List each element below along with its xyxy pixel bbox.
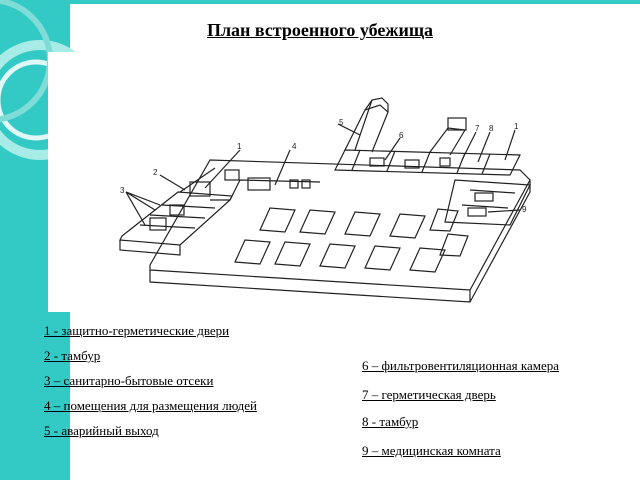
legend-item-1: 1 - защитно-герметические двери	[44, 323, 230, 338]
diagram-label-2: 2	[153, 168, 158, 177]
diagram-label-1: 1	[237, 142, 242, 151]
legend-item-3: 3 – санитарно-бытовые отсеки	[44, 373, 214, 388]
diagram-label-3: 3	[120, 186, 125, 195]
diagram-label-7: 7	[475, 124, 480, 133]
decorative-top-strip	[0, 0, 640, 4]
diagram-label-9: 9	[522, 205, 527, 214]
diagram-label-5: 5	[339, 118, 344, 127]
legend-item-4: 4 – помещения для размещения людей	[44, 398, 257, 413]
page-title: План встроенного убежища	[206, 20, 434, 40]
diagram-label-8: 8	[489, 124, 494, 133]
legend-item-5: 5 - аварийный выход	[44, 423, 159, 438]
legend-item-9: 9 – медицинская комната	[362, 443, 501, 458]
legend-item-7: 7 – герметическая дверь	[362, 387, 496, 402]
legend-item-2: 2 - тамбур	[44, 348, 101, 363]
legend-item-6: 6 – фильтровентиляционная камера	[362, 358, 560, 373]
diagram-label-6: 6	[399, 131, 404, 140]
diagram-label-4: 4	[292, 142, 297, 151]
legend-item-8: 8 - тамбур	[362, 414, 419, 429]
diagram-label-1b: 1	[514, 122, 519, 131]
